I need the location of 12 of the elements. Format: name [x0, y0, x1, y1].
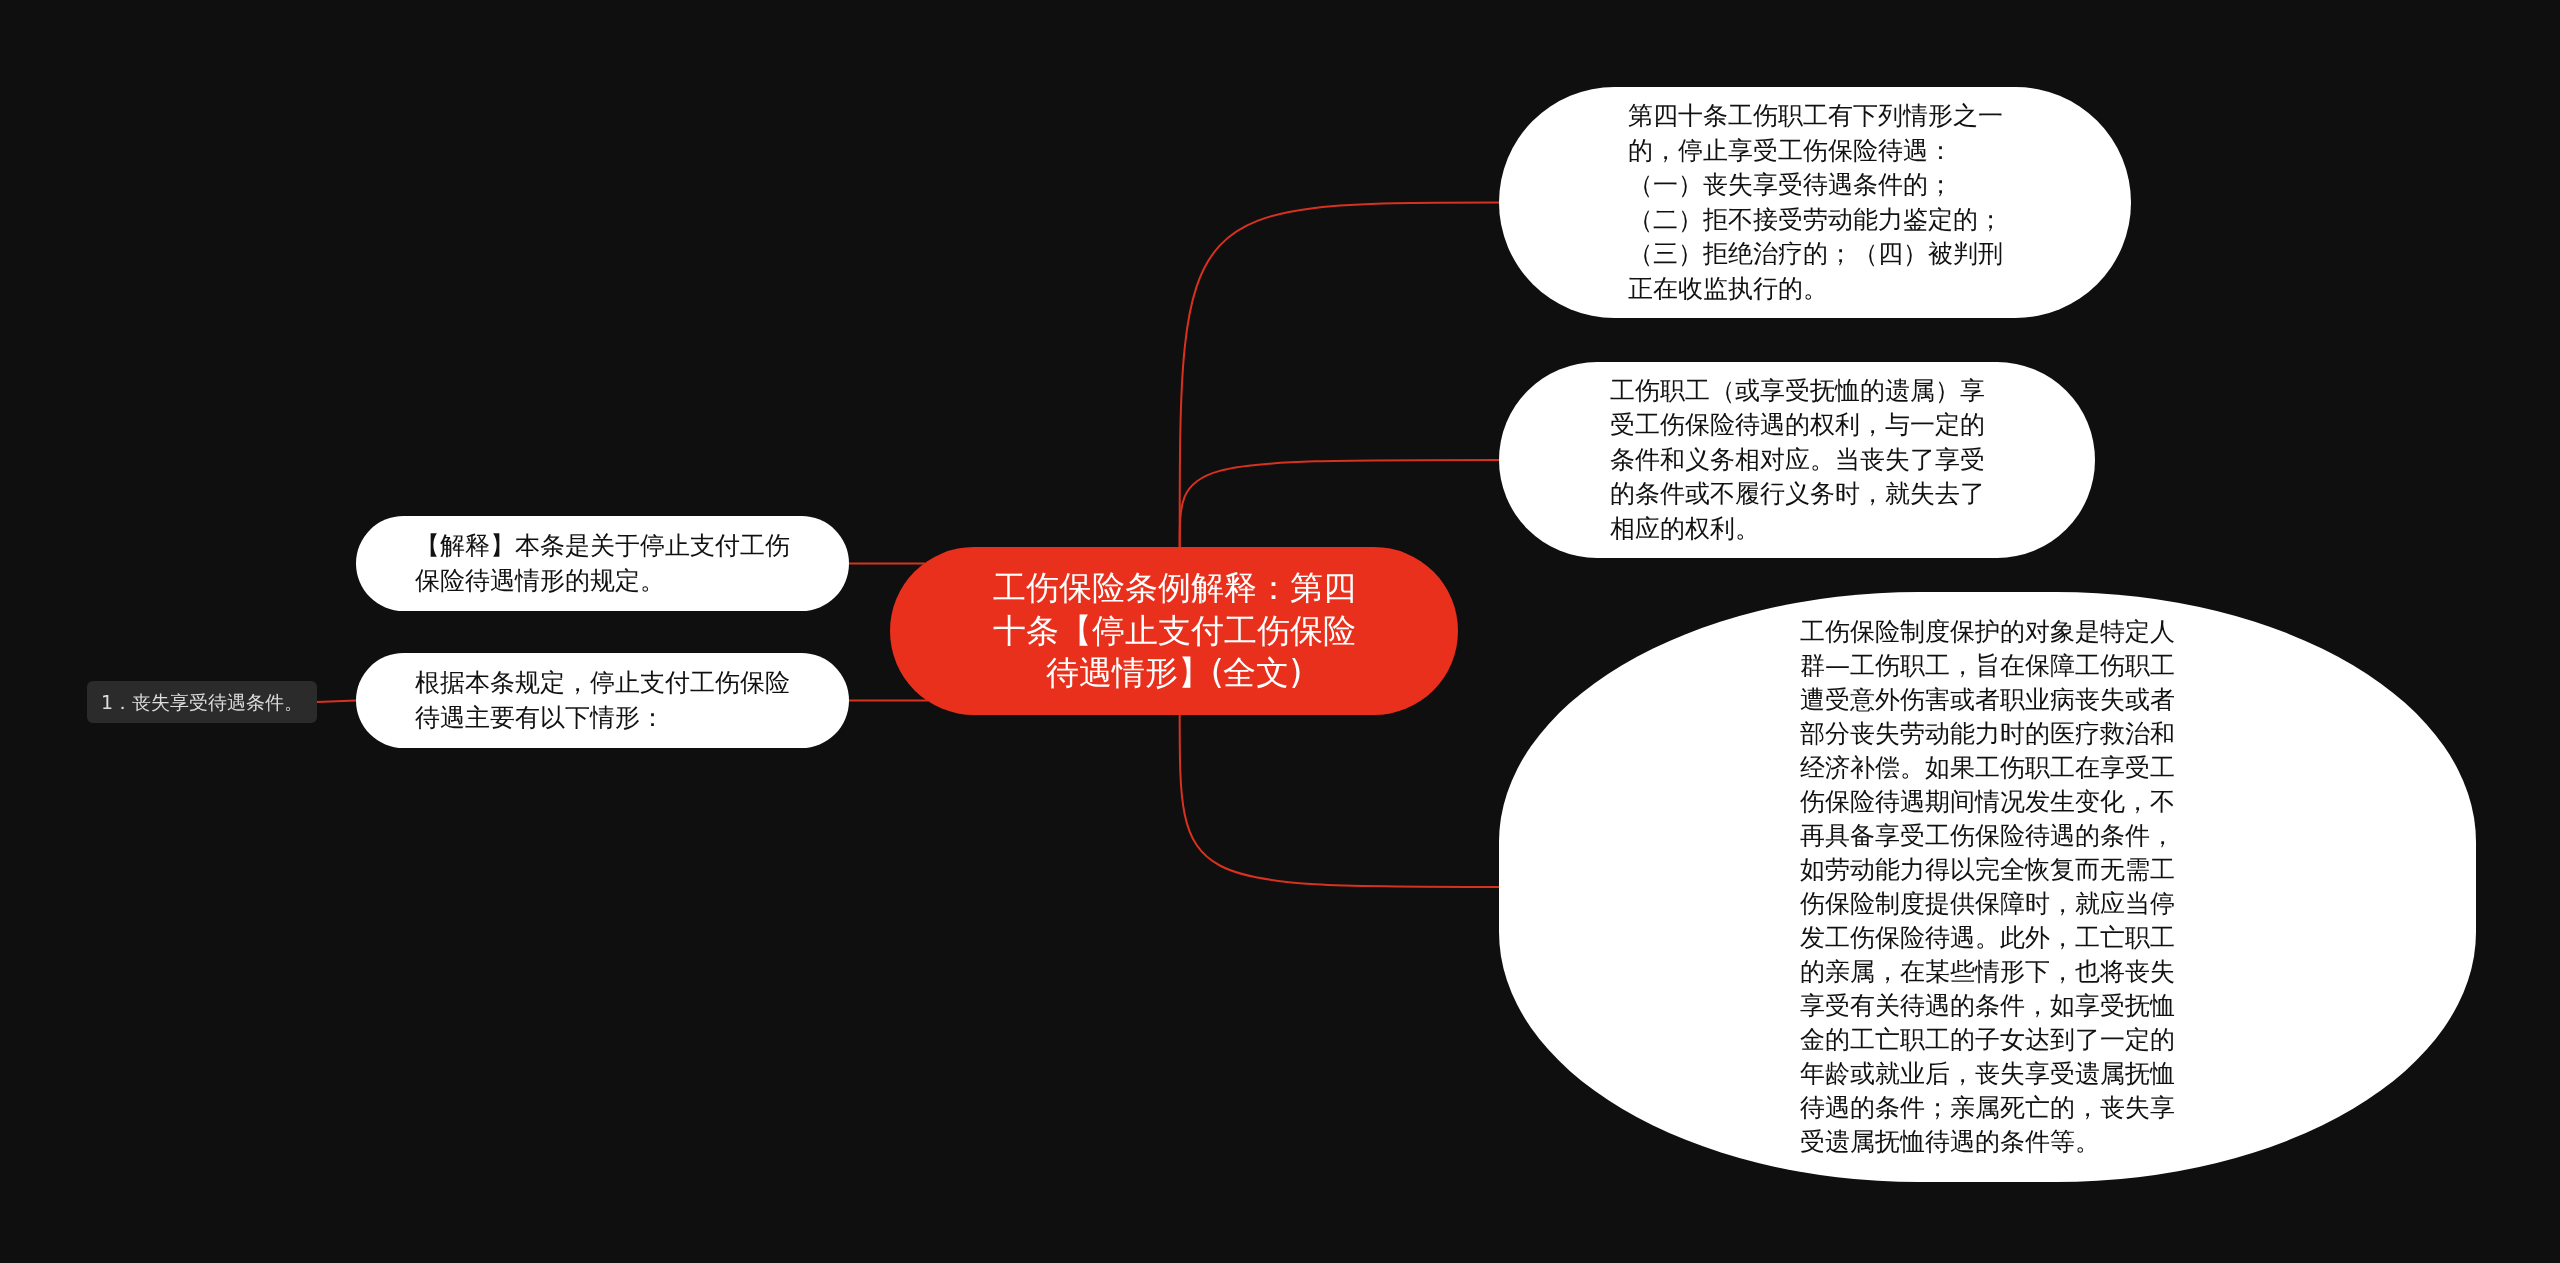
subtopic-box [87, 681, 317, 723]
connector-line [848, 562, 926, 565]
topic-text: 工伤保险条例解释：第四十条【停止支付工伤保险待遇情形】(全文) [991, 566, 1357, 695]
topic-text: 第四十条工伤职工有下列情形之一的，停止享受工伤保险待遇：（一）丧失享受待遇条件的；（二）拒不接受劳动能力鉴定的；（三）拒绝治疗的；（四）被判刑正在收监执行的。 [1627, 100, 2003, 305]
topic-text: 【解释】本条是关于停止支付工伤保险待遇情形的规定。 [415, 530, 790, 597]
topic-text: 1．丧失享受待遇条件。 [100, 689, 304, 715]
connector-line [848, 699, 929, 702]
topic-text: 工伤保险制度保护的对象是特定人群—工伤职工，旨在保障工伤职工遭受意外伤害或者职业病丧失或者部分丧失劳动能力时的医疗救治和经济补偿。如果工伤职工在享受工伤保险待遇期间情况发生变化，不再具备享受工伤保险待遇的条件，如劳动能力得以完全恢复而无需工伤保险制度提供保障时，就应当停发工伤保险待遇。此外，工亡职工的亲属，在某些情形下，也将丧失享受有关待遇的条件，如享受抚恤金的工亡职工的子女达到了一定的年龄或就业后，丧失享受遗属抚恤待遇的条件；亲属死亡的，丧失享受遗属抚恤待遇的条件等。 [1800, 616, 2175, 1158]
topic-text: 根据本条规定，停止支付工伤保险待遇主要有以下情形： [415, 667, 790, 734]
connector-line [1178, 459, 1501, 548]
topic-text: 工伤职工（或享受抚恤的遗属）享受工伤保险待遇的权利，与一定的条件和义务相对应。当丧失了享受的条件或不履行义务时，就失去了相应的权利。 [1609, 374, 1985, 545]
connector-line [316, 699, 357, 703]
